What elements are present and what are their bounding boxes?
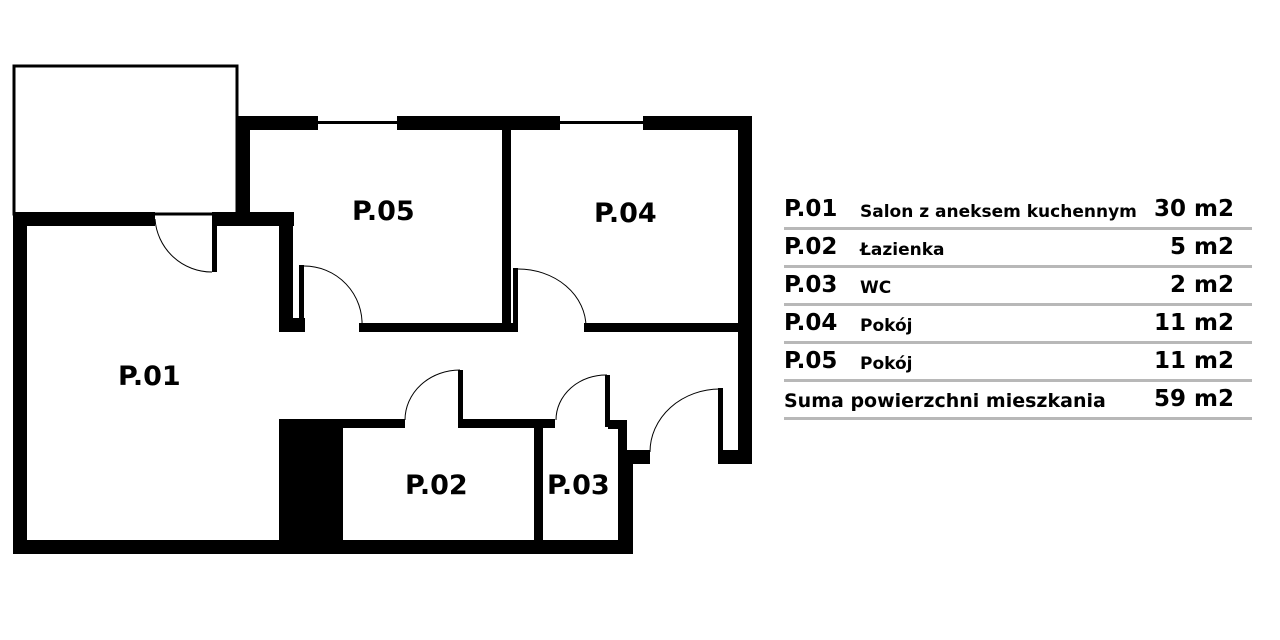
room-label-p04: P.04 [594,198,657,229]
legend-row-p01: P.01 Salon z aneksem kuchennym 30 m2 [784,192,1252,230]
room-name: Salon z aneksem kuchennym [860,202,1137,222]
balcony-outline [12,64,239,216]
floor-plan [12,64,752,554]
room-area: 11 m2 [1154,310,1234,336]
room-name: Łazienka [860,240,945,260]
walls [13,116,752,554]
room-label-p01: P.01 [118,361,181,392]
room-name: Pokój [860,354,913,374]
total-area: 59 m2 [1154,386,1234,412]
room-code: P.02 [784,234,838,260]
room-name: Pokój [860,316,913,336]
legend-row-p05: P.05 Pokój 11 m2 [784,344,1252,382]
area-legend-table: P.01 Salon z aneksem kuchennym 30 m2 P.0… [784,192,1252,420]
total-label: Suma powierzchni mieszkania [784,390,1106,412]
room-code: P.03 [784,272,838,298]
room-label-p05: P.05 [352,196,415,227]
legend-row-p03: P.03 WC 2 m2 [784,268,1252,306]
door-swings [154,218,721,453]
room-area: 30 m2 [1154,196,1234,222]
room-label-p03: P.03 [547,470,610,501]
legend-row-p04: P.04 Pokój 11 m2 [784,306,1252,344]
room-code: P.04 [784,310,838,336]
legend-row-total: Suma powierzchni mieszkania 59 m2 [784,382,1252,420]
room-area: 2 m2 [1170,272,1234,298]
room-code: P.05 [784,348,838,374]
room-code: P.01 [784,196,838,222]
room-area: 11 m2 [1154,348,1234,374]
room-name: WC [860,278,892,298]
room-label-p02: P.02 [405,470,468,501]
legend-row-p02: P.02 Łazienka 5 m2 [784,230,1252,268]
room-area: 5 m2 [1170,234,1234,260]
